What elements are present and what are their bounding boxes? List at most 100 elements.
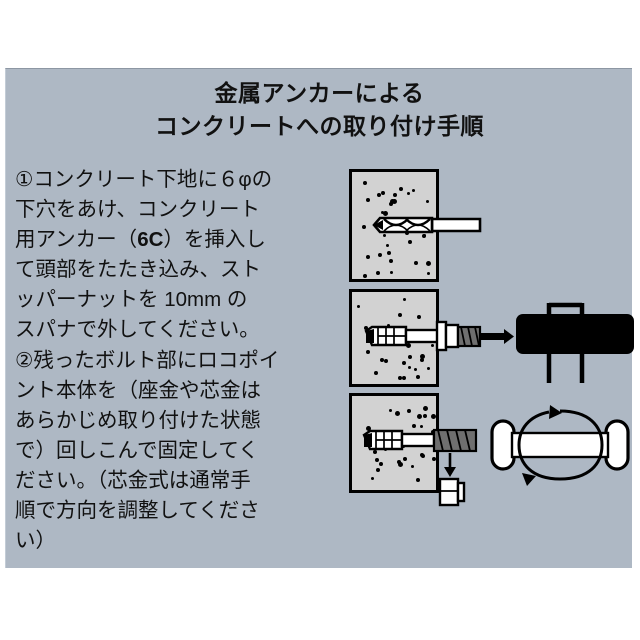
instruction-2-line-3: あらかじめ取り付けた状態 [15,409,261,432]
concrete-speckle [365,349,370,354]
instruction-2-line-4: で）回しこんで固定してく [15,439,259,462]
concrete-speckle [389,259,394,263]
instruction-1-line-2: 下穴をあけ、コンクリート [15,198,260,221]
concrete-speckle [417,413,423,419]
content-panel: 金属アンカーによる コンクリートへの取り付け手順 ①コンクリート下地に６φの 下… [5,68,634,568]
concrete-speckle [406,409,411,414]
concrete-speckle [391,199,397,205]
concrete-speckle [389,202,394,207]
instruction-1-line-6: スパナで外してください。 [15,318,260,341]
concrete-speckle [374,370,379,375]
instruction-item-1: ①コンクリート下地に６φの 下穴をあけ、コンクリート 用アンカー（6C）を挿入し… [15,165,347,345]
diagram-step-insert [344,289,634,389]
concrete-speckle [398,187,403,192]
instruction-2-line-6: 順で方向を調整してくださ [15,499,260,522]
instruction-1-line-3a: 用アンカー（ [15,228,138,251]
concrete-speckle [427,366,431,370]
diagram-step-drill [344,169,633,285]
concrete-speckle [419,425,423,429]
title-line-1: 金属アンカーによる [214,80,425,106]
concrete-speckle [361,225,366,230]
instruction-1-line-4: て頭部をたたき込み、スト [15,258,261,281]
concrete-speckle [363,325,368,330]
concrete-speckle [415,478,420,483]
concrete-speckle [426,261,432,267]
instruction-list: ①コンクリート下地に６φの 下穴をあけ、コンクリート 用アンカー（6C）を挿入し… [15,165,347,556]
title-line-2: コンクリートへの取り付け手順 [155,113,484,139]
concrete-speckle [377,192,382,197]
anchor-model-emphasis: 6C [137,228,164,251]
concrete-speckle [382,210,388,216]
concrete-speckle [383,233,387,237]
concrete-speckle [372,450,377,455]
concrete-speckle [376,270,381,275]
concrete-speckle [386,251,391,256]
concrete-speckle [412,423,417,428]
instruction-1-line-3: 用アンカー（6C）を挿入し [15,225,347,255]
concrete-speckle [407,366,411,370]
concrete-speckle [421,454,426,459]
instruction-2-line-7: い） [15,529,56,552]
concrete-speckle [393,193,398,198]
concrete-speckle [420,354,426,360]
concrete-speckle [395,410,401,416]
concrete-speckle [407,240,412,245]
instruction-1-line-3b: ）を挿入し [163,228,266,251]
procedure-diagram [344,169,634,565]
concrete-speckle [381,191,386,196]
concrete-speckle [426,199,430,203]
spanner-and-nut-icon [362,405,630,507]
concrete-speckle [356,304,360,308]
concrete-speckle [413,368,417,372]
concrete-speckle [389,270,393,274]
instruction-item-2: ②残ったボルト部にロコポイ ント本体を（座金や芯金は あらかじめ取り付けた状態 … [15,346,347,556]
concrete-speckle [387,324,391,328]
anchor-and-hammer-icon [364,302,634,383]
concrete-speckle [375,467,380,472]
twist-drill-bit-icon [372,216,482,234]
instruction-2-line-1: ②残ったボルト部にロコポイ [15,349,280,372]
concrete-speckle [362,180,367,185]
concrete-speckle [396,459,401,464]
concrete-speckle [366,198,371,203]
concrete-speckle [430,344,434,348]
instruction-1-line-5: ッパーナットを 10mm の [15,288,248,311]
concrete-speckle [408,354,413,359]
concrete-speckle [401,360,406,365]
concrete-speckle [398,376,403,381]
concrete-speckle [398,312,403,317]
concrete-speckle [379,358,384,363]
concrete-speckle [365,426,371,432]
concrete-speckle [389,409,393,413]
concrete-speckle [379,462,384,467]
concrete-speckle [410,464,414,468]
concrete-speckle [403,298,407,302]
page-title: 金属アンカーによる コンクリートへの取り付け手順 [6,77,633,143]
concrete-speckle [383,359,388,364]
instruction-2-line-2: ント本体を（座金や芯金は [15,379,261,402]
concrete-speckle [431,457,436,462]
concrete-speckle [422,234,427,239]
concrete-speckle [362,274,367,279]
concrete-speckle [430,414,436,420]
concrete-speckle [415,375,420,380]
concrete-speckle [365,254,370,259]
concrete-speckle [420,357,425,362]
concrete-speckle [375,458,380,463]
concrete-speckle [398,462,404,468]
concrete-speckle [414,260,419,265]
concrete-speckle [422,413,427,418]
concrete-speckle [407,191,411,195]
concrete-speckle [422,406,428,412]
concrete-speckle [406,342,412,348]
concrete-speckle [402,456,407,461]
concrete-speckle [417,314,422,319]
concrete-speckle [385,243,389,247]
instruction-2-line-5: ださい。（芯金式は通常手 [15,469,251,492]
diagram-step-remove-nut [344,393,633,513]
concrete-speckle [402,375,407,380]
concrete-speckle [377,253,382,258]
instruction-1-line-1: ①コンクリート下地に６φの [15,168,273,191]
concrete-speckle [380,211,384,215]
